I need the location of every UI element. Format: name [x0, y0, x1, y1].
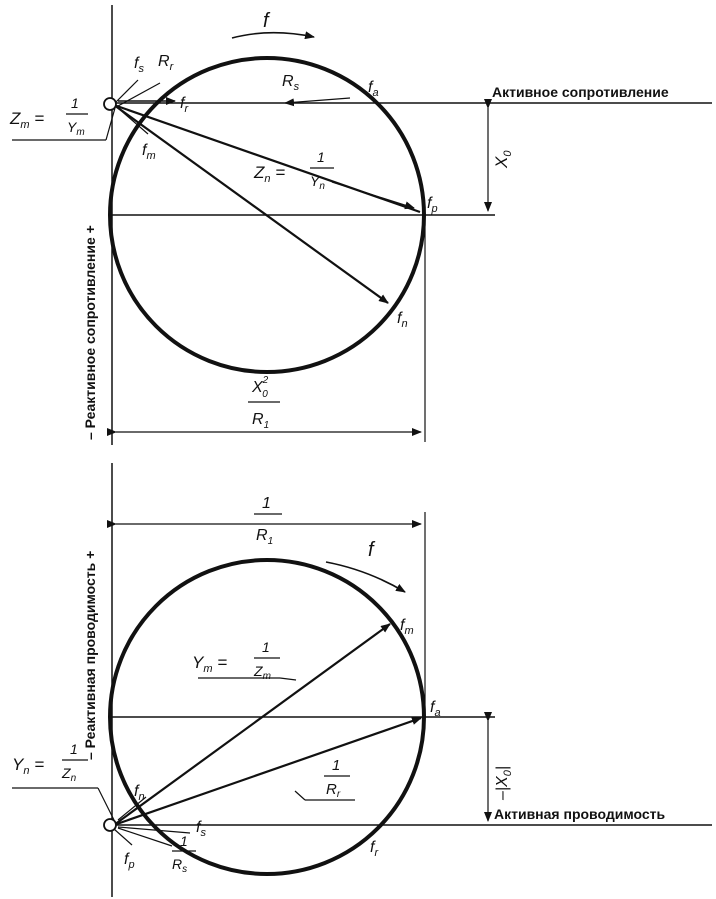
ym-leader-2: [279, 677, 297, 681]
svg-text:Ym =: Ym =: [192, 653, 227, 675]
bottom-fs-label: fs: [196, 819, 206, 839]
impedance-diagram: f fs Rr fr Rs fa fm fp fn Активное сопро…: [9, 5, 712, 445]
svg-text:1: 1: [332, 757, 340, 774]
svg-text:Zm: Zm: [253, 663, 271, 682]
top-rs-label: Rs: [282, 73, 300, 93]
zm-formula: Zm = 1 Ym: [9, 95, 88, 138]
bottom-fp-label: fp: [124, 851, 135, 871]
svg-text:1: 1: [180, 833, 188, 849]
conductance-axis-label: Активная проводимость: [494, 806, 666, 822]
ym-chord: [113, 623, 391, 826]
svg-text:Zn =: Zn =: [253, 163, 285, 185]
admittance-diagram: 1 R1 f fm fa fn fp fs fr Ym = 1 Zm 1 Rr …: [12, 463, 712, 897]
zn-leader: [331, 181, 415, 210]
top-fm-label: fm: [142, 142, 156, 162]
svg-text:Rr: Rr: [326, 781, 341, 800]
top-fn-label: fn: [397, 310, 408, 330]
svg-text:Zn: Zn: [61, 765, 77, 784]
top-fa-label: fa: [368, 79, 379, 99]
bottom-fr-label: fr: [370, 839, 379, 859]
svg-text:Yn =: Yn =: [12, 755, 44, 777]
top-frequency-arrow: [231, 31, 315, 40]
top-rr-label: Rr: [158, 53, 175, 73]
impedance-circle: [108, 56, 426, 374]
zm-to-fn-chord: [113, 104, 389, 304]
fs-line: [113, 79, 139, 105]
svg-text:R1: R1: [256, 527, 273, 547]
fm-line: [117, 107, 149, 135]
svg-text:X20: X20: [251, 375, 269, 400]
1-rs-fraction: 1 Rs: [172, 833, 196, 875]
zn-formula: Zn = 1 Yn: [253, 149, 334, 192]
svg-text:R1: R1: [252, 411, 269, 431]
top-fp-label: fp: [427, 195, 438, 215]
top-fs-label: fs: [134, 55, 144, 75]
admittance-circle: [108, 558, 426, 876]
svg-text:Ym: Ym: [67, 119, 85, 138]
svg-text:1: 1: [70, 741, 78, 757]
svg-text:1: 1: [71, 95, 79, 111]
fp-line: [113, 828, 133, 846]
svg-text:Zm =: Zm =: [9, 109, 44, 131]
top-x0-label: X0: [492, 150, 514, 169]
susceptance-axis-label: – Реактивная проводимость +: [82, 551, 98, 760]
rr-chord: [113, 716, 422, 827]
svg-text:Rs: Rs: [172, 856, 187, 875]
bottom-neg-x0-label: –|X0|: [494, 766, 514, 801]
zm-leader-2: [105, 107, 116, 141]
fs-bottom-line: [117, 826, 191, 834]
top-f-arrow-label: f: [263, 10, 271, 32]
fn-line: [117, 796, 147, 821]
rs-bottom-line: [117, 827, 173, 847]
1-rr-fraction: 1 Rr: [324, 757, 350, 800]
svg-text:Yn: Yn: [310, 173, 325, 192]
svg-text:1: 1: [317, 149, 325, 165]
rr-line: [117, 82, 161, 107]
bottom-f-arrow-label: f: [368, 539, 376, 561]
bottom-fn-label: fn: [134, 783, 145, 803]
top-origin-point: [103, 97, 117, 111]
reactance-axis-label: – Реактивное сопротивление +: [82, 225, 98, 440]
resistance-axis-label: Активное сопротивление: [492, 84, 669, 100]
bottom-origin-point: [103, 818, 117, 832]
bottom-fm-label: fm: [400, 617, 414, 637]
yn-leader-2: [97, 787, 115, 821]
rs-leader: [284, 97, 351, 107]
1-r1-fraction: 1 R1: [254, 495, 282, 547]
rr-leader-2: [294, 790, 306, 801]
svg-text:1: 1: [262, 639, 270, 655]
bottom-fa-label: fa: [430, 699, 441, 719]
bottom-frequency-arrow: [325, 561, 406, 593]
top-fr-label: fr: [180, 95, 189, 115]
yn-formula: Yn = 1 Zn: [12, 741, 88, 784]
svg-text:1: 1: [262, 495, 271, 512]
ym-formula: Ym = 1 Zm: [192, 639, 280, 682]
